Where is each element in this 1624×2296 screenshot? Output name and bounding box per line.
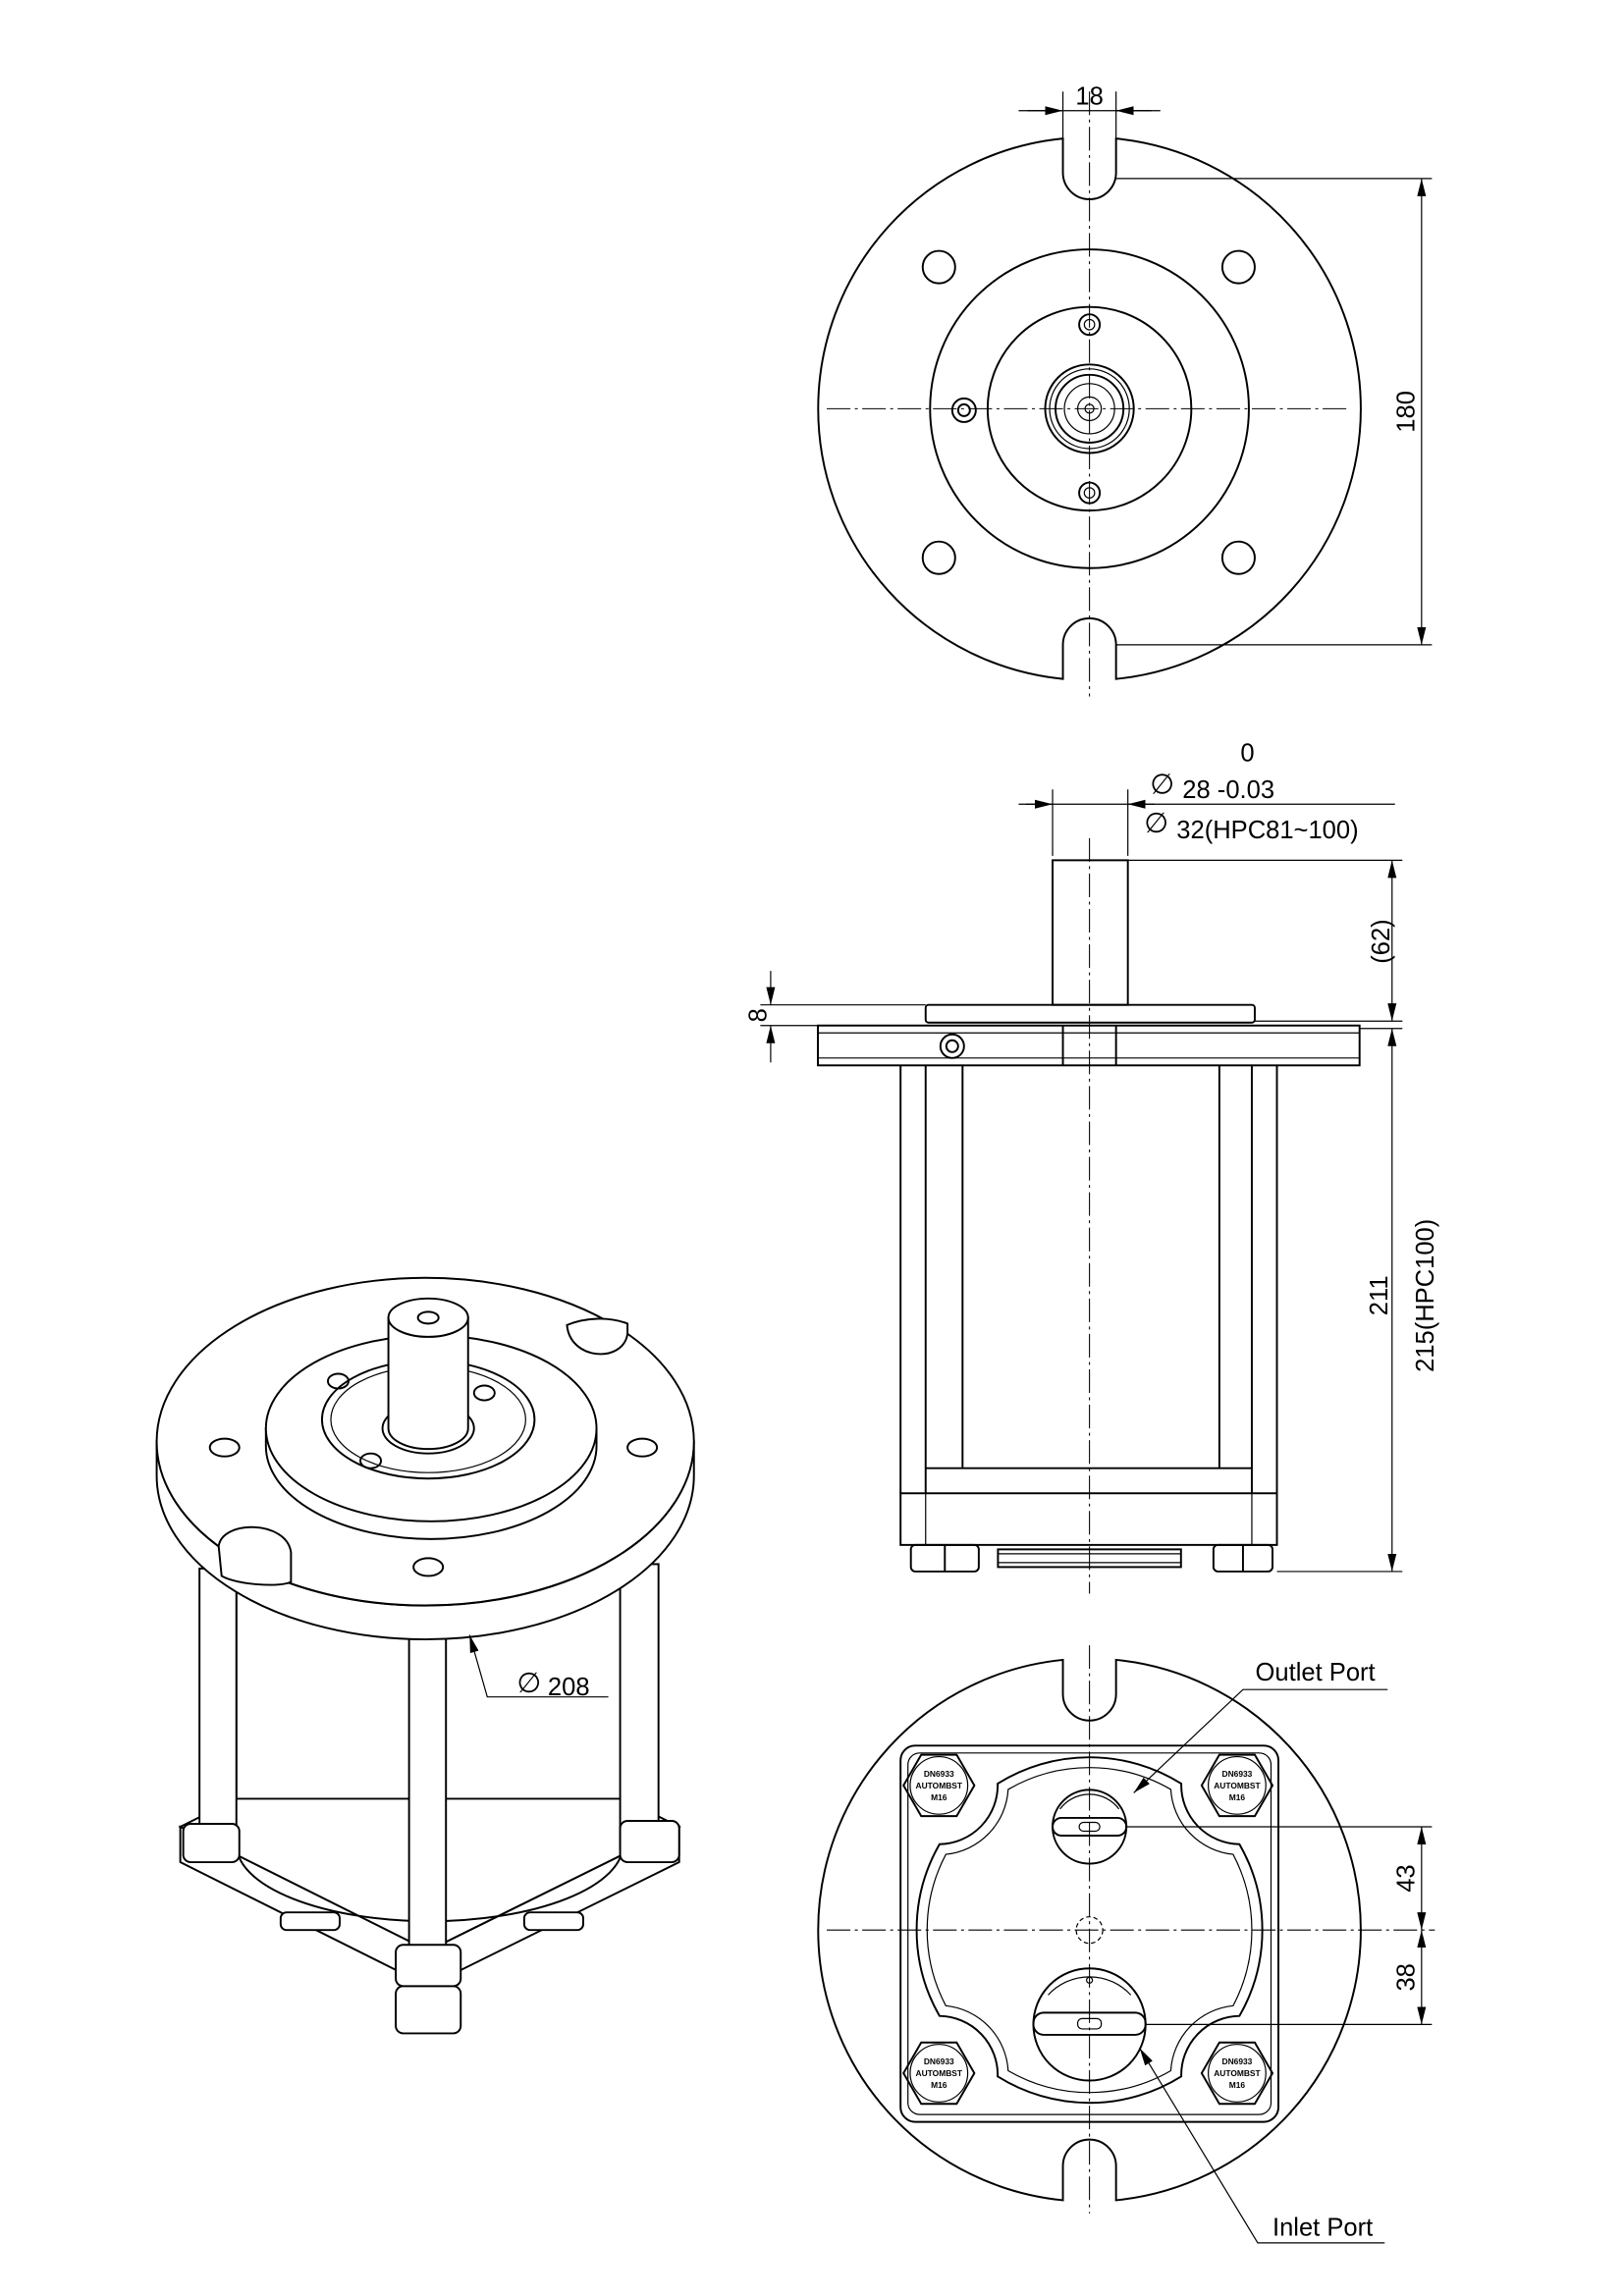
side-screw: [939, 1033, 965, 1059]
inlet-port-label: Inlet Port: [1272, 2214, 1373, 2241]
dimension-label: (62): [1368, 919, 1395, 963]
nut-marking: AUTOMBST: [1214, 2068, 1261, 2078]
diameter-symbol: ∅: [516, 1666, 541, 1699]
shaft-center-hole: [416, 1310, 440, 1325]
dimension-label: 8: [744, 1008, 772, 1022]
dimension-label: 211: [1366, 1275, 1393, 1315]
outlet-port-callout: Outlet Port: [1133, 1659, 1388, 1793]
dimension-slot-spacing: 180: [1115, 178, 1433, 646]
shaft-diameter-alt-label: 32(HPC81~100): [1176, 817, 1358, 844]
dimension-label: 18: [1075, 83, 1103, 111]
diameter-symbol: ∅: [1144, 806, 1168, 839]
tie-rod: [198, 1567, 238, 1850]
base-foot: [522, 1911, 584, 1932]
screw: [359, 1452, 383, 1469]
inlet-offset-label: 38: [1392, 1963, 1420, 1991]
hex-nut: DN6933 AUTOMBST M16: [902, 2041, 976, 2106]
hex-nut: DN6933 AUTOMBST M16: [1200, 2041, 1273, 2106]
dimension-port-offsets: 43 38: [1126, 1826, 1433, 2026]
nut-marking: AUTOMBST: [916, 1781, 963, 1790]
outlet-offset-label: 43: [1392, 1864, 1420, 1892]
flange-slot: [566, 1317, 629, 1356]
tie-rod: [407, 1622, 448, 1964]
base-cutout-inner: [926, 1767, 1253, 2094]
tie-rod: [619, 1563, 660, 1850]
diameter-symbol: ∅: [1150, 768, 1174, 801]
base-foot: [279, 1911, 341, 1932]
dimension-body-length: 211 215(HPC100): [1276, 1028, 1439, 1573]
bolt-hole: [1220, 540, 1256, 575]
side-view: 0 ∅ 28 -0.03 ∅ 32(HPC81~100) 8 (62) 211 …: [744, 740, 1439, 1594]
hex-nut: DN6933 AUTOMBST M16: [1200, 1753, 1273, 1818]
nut-marking: DN6933: [1222, 2056, 1253, 2066]
dimension-flange-thickness: 8: [744, 971, 926, 1063]
dimension-flange-diameter: ∅ 208: [468, 1634, 609, 1701]
outlet-port-label: Outlet Port: [1256, 1659, 1376, 1686]
shaft-diameter-label: 28 -0.03: [1182, 776, 1274, 804]
flange-outline: [817, 1658, 1362, 2202]
body-and-tie-rods: [899, 1065, 1278, 1494]
rod-nut: [182, 1822, 241, 1864]
bolt-hole: [208, 1437, 241, 1458]
flange: [817, 1024, 1361, 1067]
screw: [472, 1384, 496, 1402]
shaft: [1052, 859, 1129, 1006]
nut-marking: AUTOMBST: [916, 2068, 963, 2078]
dimension-shaft-diameter: 0 ∅ 28 -0.03 ∅ 32(HPC81~100): [1018, 740, 1395, 856]
nut-marking: DN6933: [924, 1769, 954, 1779]
nut-marking: M16: [931, 2080, 947, 2090]
nut-marking: DN6933: [924, 2056, 954, 2066]
hex-nut: DN6933 AUTOMBST M16: [902, 1753, 976, 1818]
nut-marking: M16: [1229, 2080, 1246, 2090]
flange-slot: [217, 1525, 293, 1586]
nut-marking: DN6933: [1222, 1769, 1253, 1779]
pilot-step: [924, 1003, 1256, 1024]
top-view: 18 180: [817, 83, 1433, 697]
base-foot: [395, 1985, 462, 2035]
bolt-hole: [1220, 249, 1256, 285]
bottom-view: DN6933 AUTOMBST M16 DN6933 AUTOMBST M16 …: [817, 1645, 1435, 2244]
bolt-hole: [626, 1437, 659, 1458]
isometric-view: ∅ 208: [155, 1276, 695, 2035]
dimension-label: 180: [1392, 391, 1420, 433]
screw-left: [950, 397, 977, 423]
flange-outline: [817, 137, 1362, 680]
dimension-shaft-length: (62): [1127, 859, 1403, 1022]
nut-marking: M16: [931, 1792, 947, 1802]
iso-shaft: [381, 1297, 475, 1455]
base-cutout: [915, 1756, 1264, 2105]
bolt-hole: [921, 540, 956, 575]
rod-nut: [395, 1944, 462, 1988]
dimension-slot-width: 18: [1018, 83, 1161, 148]
base-feet: [909, 1543, 1273, 1573]
dimension-label-alt: 215(HPC100): [1412, 1219, 1439, 1372]
bolt-hole: [921, 249, 956, 285]
base-block: [899, 1492, 1278, 1546]
screw: [326, 1372, 350, 1390]
inlet-port-callout: Inlet Port: [1139, 2048, 1385, 2244]
bolt-hole: [412, 1557, 445, 1577]
dimension-label: 208: [548, 1674, 590, 1701]
nut-marking: AUTOMBST: [1214, 1781, 1261, 1790]
rod-nut: [619, 1819, 680, 1864]
tolerance-upper: 0: [1240, 740, 1254, 768]
nut-marking: M16: [1229, 1792, 1246, 1802]
